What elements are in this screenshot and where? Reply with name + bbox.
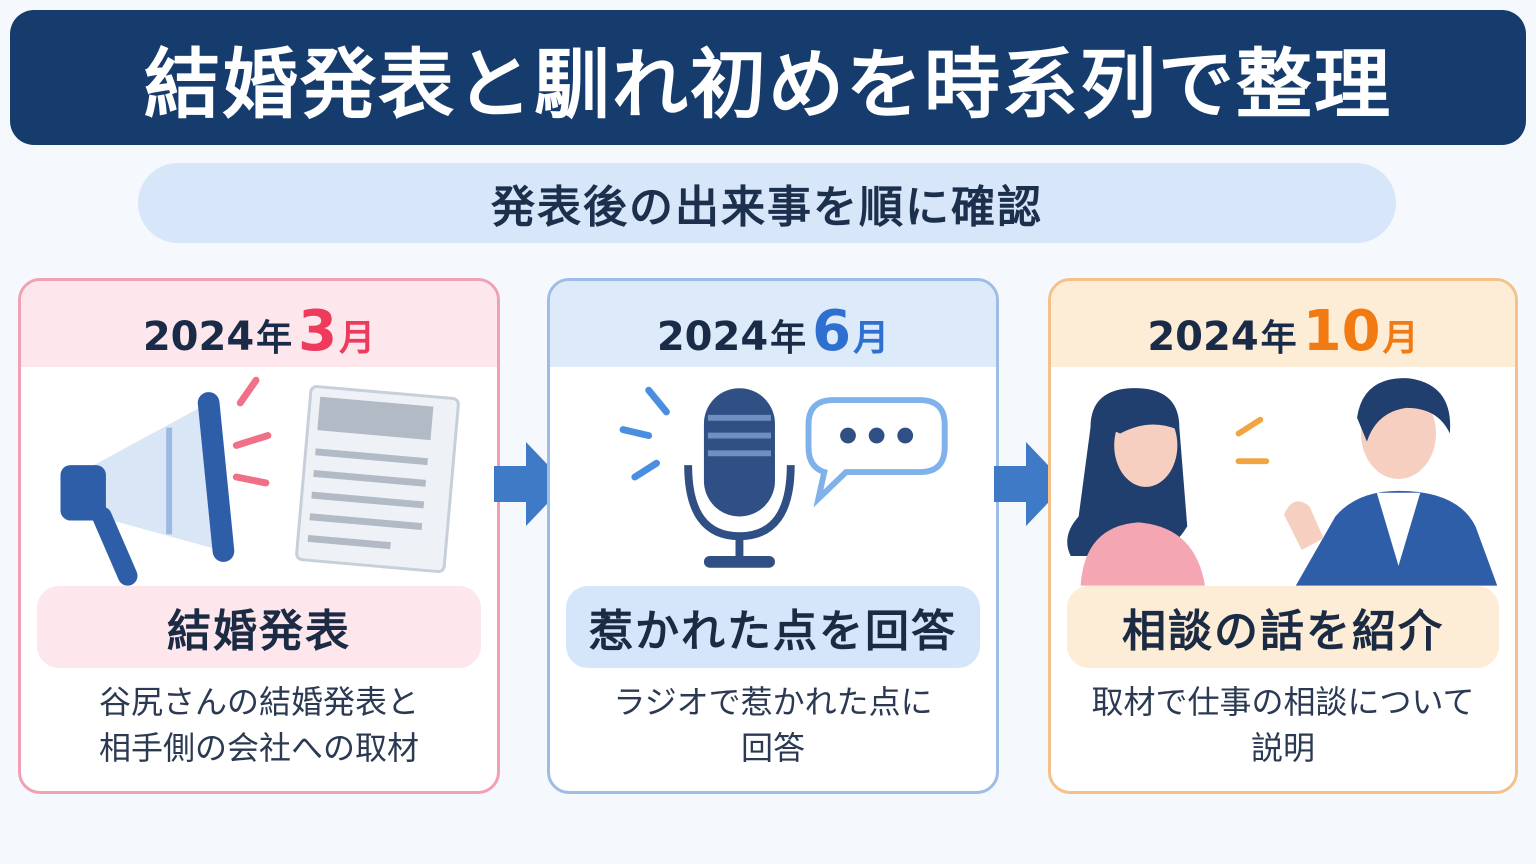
card-date-header: 2024 年 6 月 <box>550 281 996 367</box>
card-illustration <box>619 386 948 568</box>
card-year: 2024 <box>656 314 769 360</box>
card-illustration <box>60 376 460 586</box>
card-description: 谷尻さんの結婚発表と 相手側の会社への取材 <box>31 679 487 771</box>
card-illustration <box>1067 378 1498 586</box>
speech-bubble-icon <box>805 397 948 508</box>
man-icon <box>1283 378 1498 586</box>
conversation-lines-icon <box>1235 416 1270 465</box>
page-title: 結婚発表と馴れ初めを時系列で整理 <box>144 39 1392 129</box>
title-banner: 結婚発表と馴れ初めを時系列で整理 <box>10 10 1526 145</box>
megaphone-icon <box>60 392 235 586</box>
card-year-unit: 年 <box>256 318 293 359</box>
timeline-card-october: 2024 年 10 月 相談の話を紹介 取材で仕事の相談について 説明 <box>1048 278 1518 794</box>
card-year: 2024 <box>1147 314 1259 360</box>
card-description-line: 回答 <box>740 729 805 767</box>
sound-lines-icon <box>619 386 670 481</box>
card-date-header: 2024 年 3 月 <box>21 281 497 367</box>
woman-icon <box>1067 388 1206 586</box>
card-description-line: 取材で仕事の相談について <box>1091 683 1475 721</box>
card-month-unit: 月 <box>339 318 376 359</box>
card-month-unit: 月 <box>1382 318 1419 359</box>
subtitle-banner: 発表後の出来事を順に確認 <box>138 163 1396 243</box>
card-description: 取材で仕事の相談について 説明 <box>1061 679 1505 771</box>
card-month-unit: 月 <box>853 318 890 359</box>
card-date-header: 2024 年 10 月 <box>1051 281 1515 367</box>
card-year-unit: 年 <box>770 318 807 359</box>
sound-lines-icon <box>232 376 272 487</box>
newspaper-icon <box>295 385 460 574</box>
timeline-arrow-icon <box>494 442 566 526</box>
microphone-icon <box>684 388 795 568</box>
timeline-arrow-icon <box>994 442 1066 526</box>
card-event-label: 相談の話を紹介 <box>1067 586 1499 668</box>
card-month: 6 <box>812 299 852 364</box>
card-year-unit: 年 <box>1260 318 1297 359</box>
card-description-line: 説明 <box>1250 729 1315 767</box>
card-description-line: 相手側の会社への取材 <box>98 729 419 767</box>
card-event-label: 惹かれた点を回答 <box>566 586 980 668</box>
card-event-label: 結婚発表 <box>37 586 481 668</box>
card-description: ラジオで惹かれた点に 回答 <box>560 679 986 771</box>
card-description-line: 谷尻さんの結婚発表と <box>98 683 419 721</box>
card-year: 2024 <box>142 314 255 360</box>
card-month: 3 <box>298 299 338 364</box>
card-description-line: ラジオで惹かれた点に <box>613 683 933 721</box>
card-month: 10 <box>1302 299 1381 364</box>
page-subtitle: 発表後の出来事を順に確認 <box>491 182 1043 233</box>
timeline-card-march: 2024 年 3 月 結婚発表 谷尻さんの結婚発表と 相手側の <box>18 278 500 794</box>
timeline-card-june: 2024 年 6 月 惹かれた点を回答 ラジオで惹かれた点に 回答 <box>547 278 999 794</box>
